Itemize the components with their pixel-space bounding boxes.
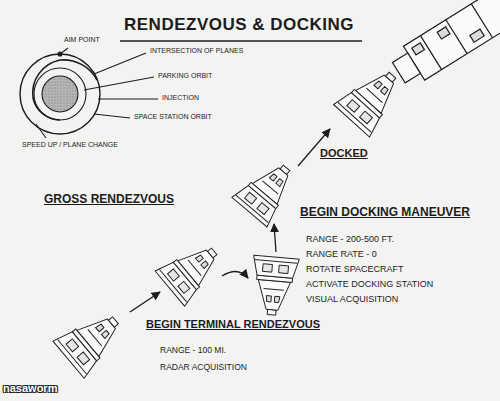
spacecraft <box>155 234 229 306</box>
stage-note: RANGE RATE - 0 <box>306 249 377 259</box>
arrow <box>222 271 248 278</box>
arrow <box>130 292 160 312</box>
orbit-label: SPACE STATION ORBIT <box>134 113 212 121</box>
stage-heading: BEGIN DOCKING MANEUVER <box>300 206 470 220</box>
orbit-label: PARKING ORBIT <box>158 72 212 80</box>
stage-note: ROTATE SPACECRAFT <box>306 264 404 274</box>
leader-line <box>84 77 154 90</box>
leader-line <box>94 53 146 74</box>
orbit-label: SPEED UP / PLANE CHANGE <box>22 141 118 149</box>
leader-line <box>36 124 46 138</box>
station-orbit <box>20 54 100 134</box>
leader-line <box>98 98 158 99</box>
orbit-label: AIM POINT <box>64 36 100 44</box>
title-underline <box>120 40 362 42</box>
spacecraft <box>232 153 304 227</box>
space-station <box>388 0 500 90</box>
orbit-label: INJECTION <box>162 94 199 102</box>
stage-note: RANGE - 200-500 FT. <box>306 234 394 244</box>
spacecraft <box>249 255 300 317</box>
docked-spacecraft <box>333 59 410 137</box>
section-heading: GROSS RENDEZVOUS <box>44 193 174 207</box>
stage-note: VISUAL ACQUISITION <box>306 294 398 304</box>
watermark: nasaworm <box>3 382 57 395</box>
stage-heading: BEGIN TERMINAL RENDEZVOUS <box>146 318 320 331</box>
sequence-arrows <box>130 129 330 312</box>
stage-note: RADAR ACQUISITION <box>160 363 247 373</box>
leader-line <box>60 48 68 54</box>
orbit-label: INTERSECTION OF PLANES <box>150 47 243 55</box>
stage-note: RANGE - 100 MI. <box>160 346 226 356</box>
leader-line <box>94 114 130 118</box>
planet <box>42 76 78 112</box>
title: RENDEZVOUS & DOCKING <box>124 15 354 35</box>
orbit-diagram <box>20 48 158 138</box>
stage-note: ACTIVATE DOCKING STATION <box>306 279 433 289</box>
stage-heading: DOCKED <box>320 147 368 160</box>
spacecraft <box>53 302 131 379</box>
arrow <box>274 224 276 252</box>
